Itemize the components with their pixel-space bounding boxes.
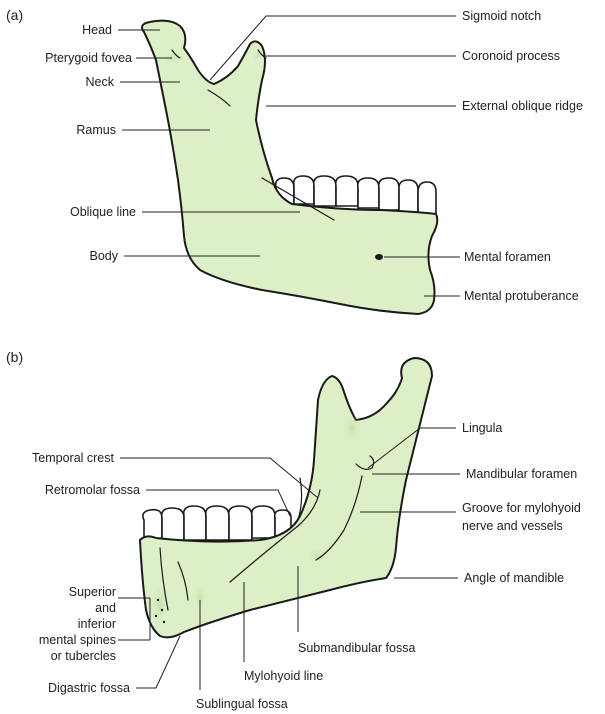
label-external-oblique-ridge: External oblique ridge bbox=[462, 99, 583, 113]
label-groove-line1: Groove for mylohyoid bbox=[462, 501, 581, 515]
panel-a: (a) bbox=[6, 7, 583, 314]
label-digastric-fossa: Digastric fossa bbox=[48, 681, 130, 695]
label-mylohyoid-line: Mylohyoid line bbox=[244, 669, 323, 683]
label-mental-protuberance: Mental protuberance bbox=[464, 289, 579, 303]
label-coronoid-process: Coronoid process bbox=[462, 49, 560, 63]
label-oblique-line: Oblique line bbox=[70, 205, 136, 219]
label-sublingual-fossa: Sublingual fossa bbox=[196, 697, 288, 711]
label-retromolar-fossa: Retromolar fossa bbox=[45, 483, 140, 497]
label-mental-foramen: Mental foramen bbox=[464, 250, 551, 264]
panel-a-letter: (a) bbox=[6, 7, 23, 23]
label-spines-line4: mental spines bbox=[39, 633, 116, 647]
panel-b-teeth bbox=[143, 506, 291, 540]
label-temporal-crest: Temporal crest bbox=[32, 451, 114, 465]
label-ramus: Ramus bbox=[76, 123, 116, 137]
label-spines-line5: or tubercles bbox=[51, 649, 116, 663]
label-lingula: Lingula bbox=[462, 421, 502, 435]
label-pterygoid-fovea: Pterygoid fovea bbox=[45, 51, 132, 65]
mandible-lateral-bone bbox=[142, 21, 437, 314]
label-spines-line2: and bbox=[95, 601, 116, 615]
label-spines-line3: inferior bbox=[78, 617, 116, 631]
label-submandibular-fossa: Submandibular fossa bbox=[298, 641, 415, 655]
label-sigmoid-notch: Sigmoid notch bbox=[462, 9, 541, 23]
label-body: Body bbox=[90, 249, 119, 263]
label-neck: Neck bbox=[86, 75, 115, 89]
label-angle-of-mandible: Angle of mandible bbox=[464, 571, 564, 585]
label-spines-line1: Superior bbox=[69, 585, 116, 599]
mental-foramen-mark bbox=[375, 254, 383, 260]
label-head: Head bbox=[82, 23, 112, 37]
panel-b-letter: (b) bbox=[6, 349, 23, 365]
mandible-medial-bone bbox=[140, 358, 432, 637]
label-mandibular-foramen: Mandibular foramen bbox=[466, 467, 577, 481]
label-groove-line2: nerve and vessels bbox=[462, 519, 563, 533]
panel-b: (b) bbox=[6, 349, 581, 711]
